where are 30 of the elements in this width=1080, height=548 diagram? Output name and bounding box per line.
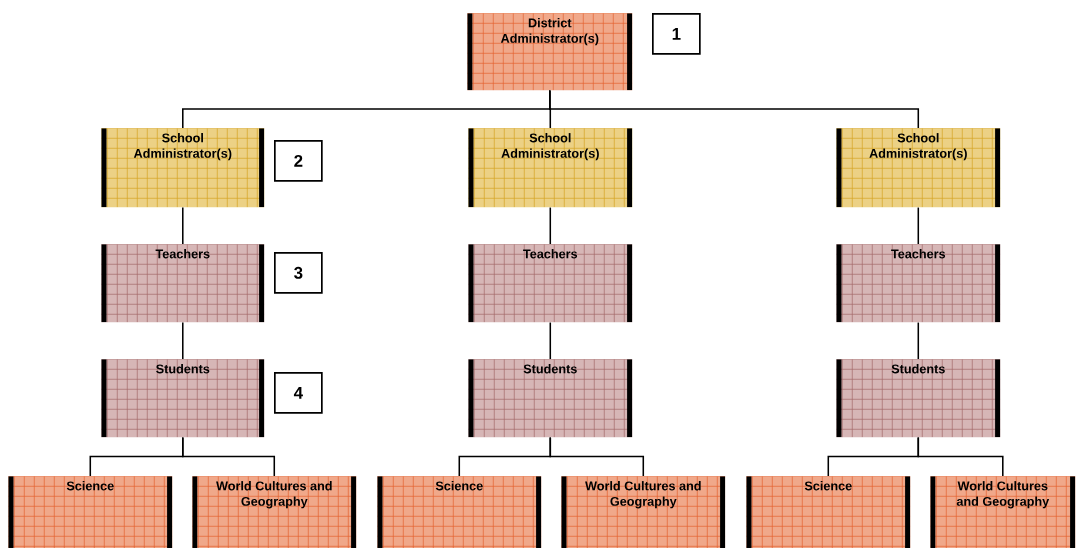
- number-box: 2: [274, 140, 323, 182]
- level-box: Students: [836, 359, 1001, 438]
- connector-line: [549, 89, 920, 129]
- level-box: School Administrator(s): [101, 128, 265, 208]
- connector-line: [182, 436, 276, 477]
- connector-line: [182, 321, 184, 360]
- level-box: District Administrator(s): [467, 13, 633, 91]
- number-box: 1: [652, 13, 701, 55]
- connector-line: [549, 321, 552, 360]
- connector-line: [917, 321, 920, 360]
- connector-line: [549, 206, 552, 245]
- connector-line: [917, 206, 920, 245]
- level-box: World Cultures and Geography: [930, 476, 1076, 548]
- number-box: 3: [274, 252, 323, 294]
- connector-line: [182, 206, 184, 245]
- level-box: School Administrator(s): [836, 128, 1001, 208]
- level-box: Students: [468, 359, 633, 438]
- connector-line: [917, 436, 1004, 477]
- connector-line: [549, 436, 645, 477]
- level-box: Science: [746, 476, 911, 548]
- level-box: Students: [101, 359, 265, 438]
- level-box: World Cultures and Geography: [561, 476, 726, 548]
- level-box: Teachers: [836, 244, 1001, 323]
- level-box: School Administrator(s): [468, 128, 633, 208]
- level-box: World Cultures and Geography: [192, 476, 357, 548]
- number-box: 4: [274, 372, 323, 414]
- level-box: Science: [8, 476, 173, 548]
- level-box: Teachers: [101, 244, 265, 323]
- level-box: Teachers: [468, 244, 633, 323]
- level-box: Science: [377, 476, 542, 548]
